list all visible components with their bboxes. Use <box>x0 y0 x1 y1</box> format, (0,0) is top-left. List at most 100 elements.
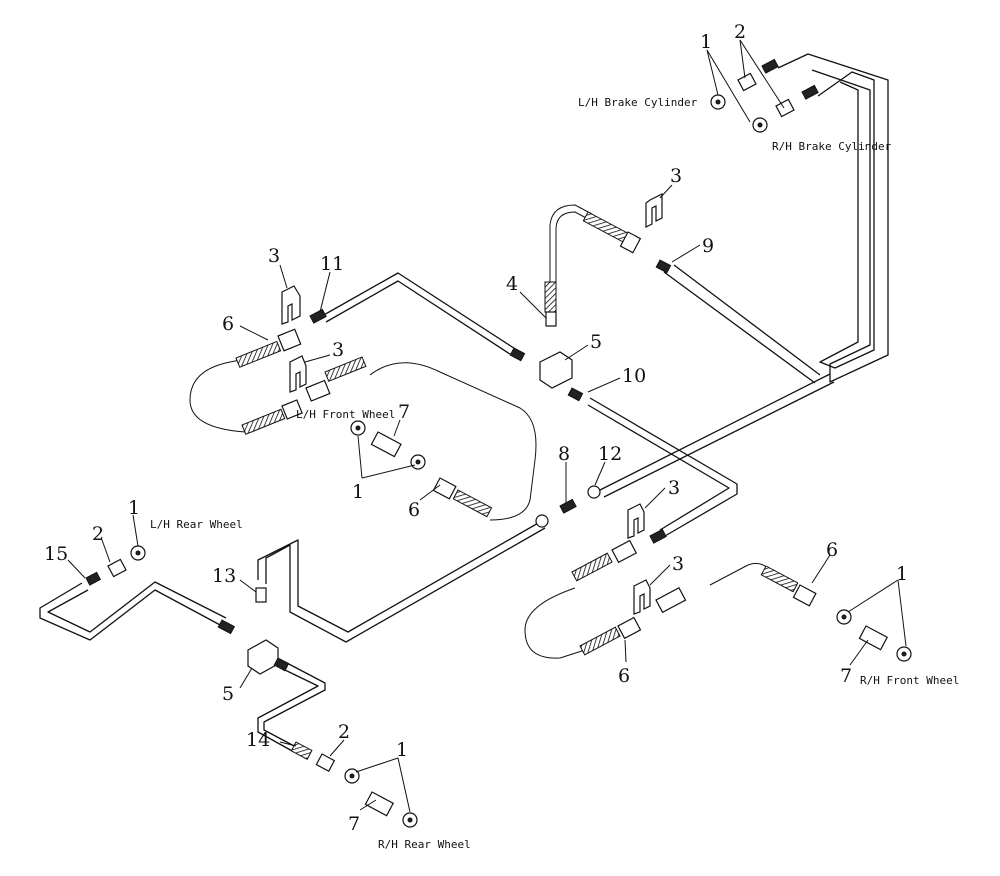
clip-3-top-right <box>645 193 663 228</box>
fitting-rh-cyl <box>801 84 819 100</box>
tube-12 <box>599 373 831 491</box>
tube-8b <box>265 527 546 643</box>
tube-hose-top-b <box>555 211 591 285</box>
hose-fitting-lh-front <box>281 399 303 420</box>
leader-6-right-low <box>624 639 627 663</box>
tube-8 <box>257 521 541 633</box>
leader-7-low <box>359 799 377 811</box>
callout-7-low: 7 <box>348 813 360 835</box>
callout-15: 15 <box>44 543 68 565</box>
washer-hole <box>407 817 413 823</box>
leader-5-low <box>239 667 253 689</box>
leader-1-low <box>355 757 411 813</box>
brake-tubes <box>39 53 889 753</box>
tube-9b <box>663 271 816 384</box>
callout-1-right: 1 <box>896 563 908 585</box>
leader-1-right <box>847 579 907 647</box>
callout-2-top: 2 <box>734 21 746 43</box>
leader-rear-1 <box>132 514 139 547</box>
label-rh-brake-cylinder: R/H Brake Cylinder <box>772 140 892 153</box>
hose-fitting-6-right-top <box>792 584 817 607</box>
label-rh-front-wheel: R/H Front Wheel <box>860 674 959 687</box>
leader-clip-left-top <box>279 264 288 289</box>
leader-12 <box>594 461 606 486</box>
hose-right-a <box>571 552 613 582</box>
callout-3-left-top: 3 <box>268 245 280 267</box>
leader-6-left-low <box>419 484 441 501</box>
leader-1-left <box>357 435 416 479</box>
callout-6-left: 6 <box>222 313 234 335</box>
hoses <box>85 58 912 828</box>
callout-6-right-top: 6 <box>826 539 838 561</box>
hose-6-right-top <box>760 565 799 593</box>
callout-3-top-right: 3 <box>670 165 682 187</box>
fitting-tee-low-right <box>273 657 290 672</box>
leader-clip-right-b <box>649 564 671 586</box>
fitting-10 <box>567 387 584 402</box>
fitting-12 <box>587 485 601 499</box>
leader-clip-top-right <box>659 184 673 199</box>
callout-10: 10 <box>622 365 646 387</box>
callout-2-rear: 2 <box>92 523 104 545</box>
washer-hole <box>349 773 355 779</box>
leader-14 <box>279 741 297 747</box>
hose-lh-front <box>241 408 286 435</box>
label-lh-front-wheel: L/H Front Wheel <box>296 408 395 421</box>
hose-4 <box>544 281 557 313</box>
leader-13 <box>239 579 257 593</box>
fitting-tee-low-left <box>217 619 236 635</box>
hose-14 <box>290 741 313 760</box>
leader-top-2 <box>739 39 785 109</box>
clip-3-right-a <box>627 503 645 539</box>
washer-hole <box>715 99 721 105</box>
fitting-right-3 <box>649 528 667 544</box>
callout-7-left: 7 <box>398 401 410 423</box>
tube-9 <box>673 264 821 376</box>
washer-hole <box>757 122 763 128</box>
washer-hole <box>841 614 847 620</box>
callout-4: 4 <box>506 273 518 295</box>
leader-top-1 <box>706 49 751 123</box>
callout-1-left: 1 <box>352 481 364 503</box>
nut-2-rh-rear <box>315 753 336 772</box>
leader-clip-left-mid <box>304 354 331 363</box>
tube-14b <box>257 669 319 753</box>
callout-8: 8 <box>558 443 570 465</box>
fitting-tee-left <box>509 347 526 362</box>
tee-5-low <box>247 639 279 675</box>
leader-7-right <box>849 639 869 666</box>
tube-hose-top <box>549 204 593 285</box>
callout-1-top: 1 <box>700 31 712 53</box>
fitting-9 <box>655 259 672 274</box>
banjo-bolt-7-right <box>858 625 889 651</box>
washer-hole <box>135 550 141 556</box>
callout-7-right: 7 <box>840 665 852 687</box>
fitting-8 <box>559 498 577 514</box>
leader-6-left <box>239 325 269 341</box>
callout-3-left-mid: 3 <box>332 339 344 361</box>
tube-10b <box>587 404 730 531</box>
hose-fitting-6-left <box>277 328 302 352</box>
hose-fitting-top <box>619 231 642 254</box>
callout-3-right-a: 3 <box>668 477 680 499</box>
callout-6-left-low: 6 <box>408 499 420 521</box>
fitting-13 <box>255 587 267 603</box>
fitting-4 <box>545 311 557 327</box>
tube-14 <box>263 661 326 749</box>
clip-3-right-b <box>633 579 651 615</box>
tube-11 <box>321 272 521 353</box>
callout-1-low: 1 <box>396 739 408 761</box>
leader-clip-right-a <box>644 487 666 509</box>
callout-6-right-low: 6 <box>618 665 630 687</box>
hose-6-right-low <box>579 626 621 656</box>
leader-rear-2 <box>101 539 111 563</box>
tube-10 <box>589 397 738 537</box>
tube-rh-cylinder-loop <box>777 53 889 383</box>
banjo-bolt-7-rear <box>364 791 395 817</box>
leader-2-low <box>329 739 345 757</box>
tube-15b <box>47 581 227 633</box>
tube-11b <box>325 280 517 359</box>
washer-hole <box>355 425 361 431</box>
banjo-bolt-7-left <box>370 431 402 458</box>
